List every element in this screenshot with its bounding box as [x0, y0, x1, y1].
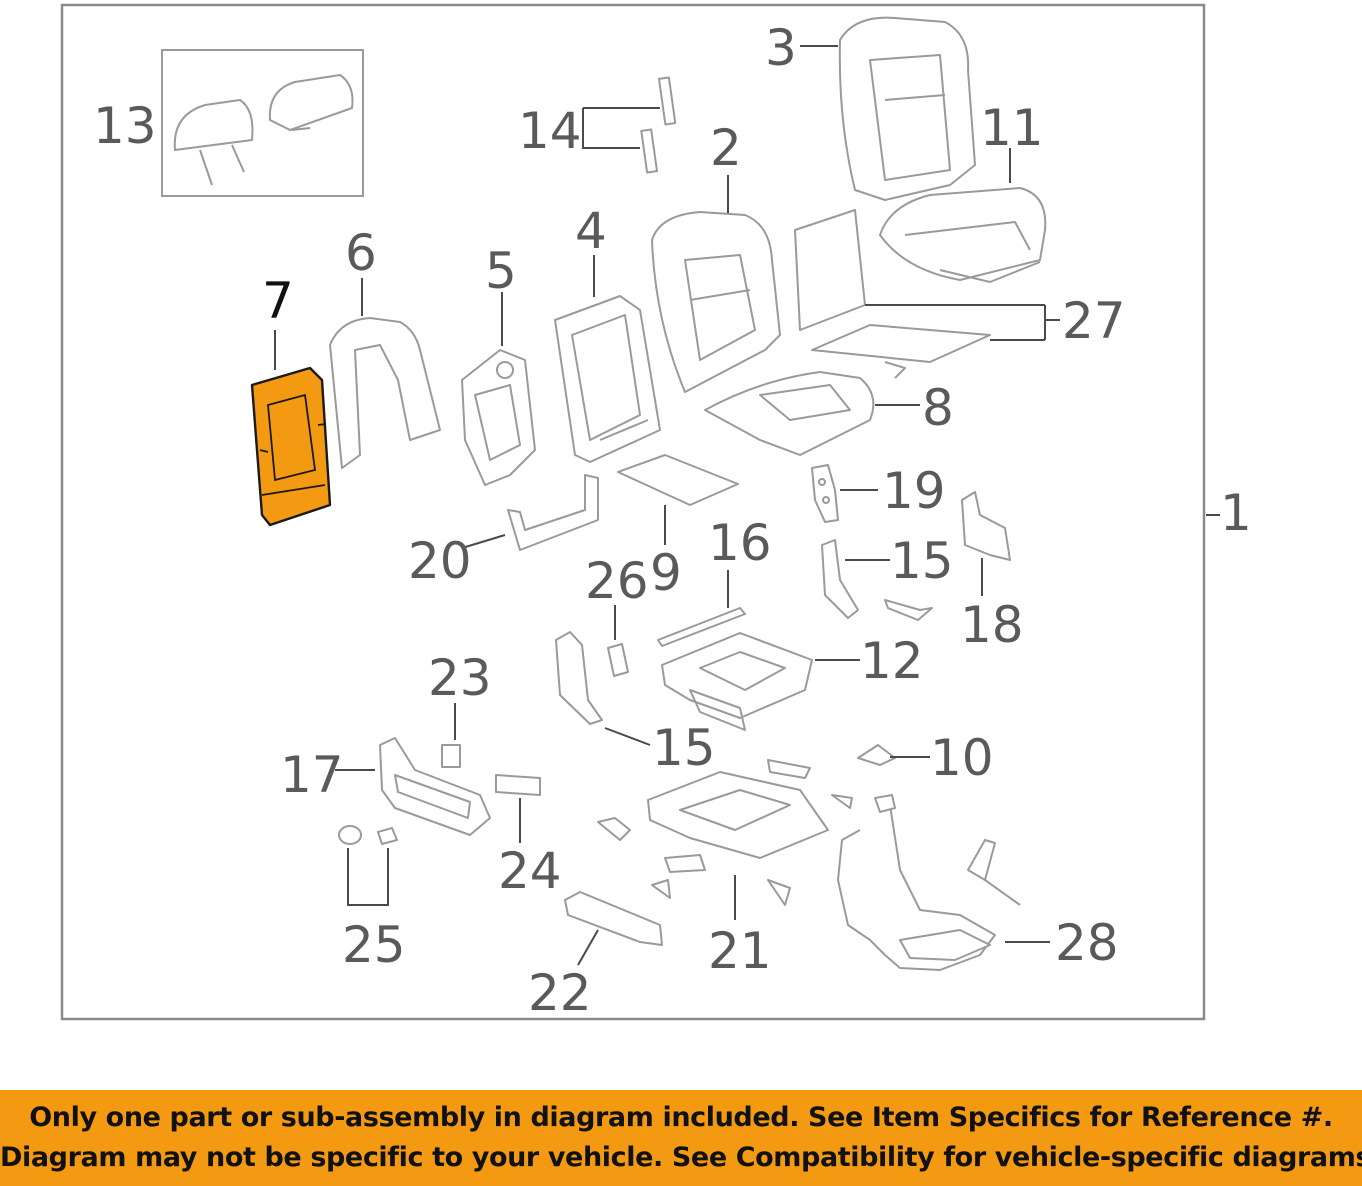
part-3-seat-back — [838, 16, 976, 201]
callout-8: 8 — [922, 379, 954, 437]
part-8-seat-cushion-cover — [704, 371, 875, 456]
part-13-headrests — [161, 49, 364, 197]
callout-18: 18 — [960, 596, 1024, 654]
callout-16: 16 — [708, 514, 772, 572]
callout-12: 12 — [860, 632, 924, 690]
callout-27: 27 — [1062, 292, 1126, 350]
part-25-knobs — [338, 825, 398, 845]
callout-9: 9 — [650, 544, 682, 602]
callout-2: 2 — [710, 119, 742, 177]
callout-26: 26 — [585, 552, 649, 610]
callout-14: 14 — [518, 102, 582, 160]
part-15-trim-upper — [821, 539, 933, 621]
part-5-mechanism — [461, 349, 536, 486]
callout-5: 5 — [485, 242, 517, 300]
callout-22: 22 — [528, 964, 592, 1022]
callout-6: 6 — [345, 224, 377, 282]
part-20-bracket — [507, 474, 599, 551]
callout-19: 19 — [882, 462, 946, 520]
part-16-rail — [657, 607, 746, 647]
notice-banner: Only one part or sub-assembly in diagram… — [0, 1090, 1362, 1186]
part-15-trim-lower — [555, 631, 603, 725]
part-22-cover — [564, 891, 663, 946]
callout-1: 1 — [1220, 484, 1252, 542]
part-4-seat-frame — [554, 295, 661, 463]
part-26-clip — [607, 643, 629, 677]
assembly-frame — [60, 3, 1206, 1021]
callout-15-upper: 15 — [890, 532, 954, 590]
notice-line-2: Diagram may not be specific to your vehi… — [0, 1142, 1362, 1173]
part-19-hinge — [811, 464, 839, 523]
part-17-side-shield — [379, 737, 491, 836]
part-9-pad — [617, 454, 739, 506]
part-24-bezel — [495, 774, 541, 796]
callout-3: 3 — [765, 19, 797, 77]
callouts: 1 2 3 4 5 6 7 8 9 10 11 12 13 14 15 15 1… — [93, 19, 1252, 1022]
leader-lines — [274, 45, 1220, 966]
callout-21: 21 — [708, 922, 772, 980]
callout-28: 28 — [1055, 914, 1119, 972]
part-12-seat-pan — [661, 632, 813, 731]
callout-10: 10 — [930, 729, 994, 787]
part-14-pins — [640, 76, 677, 174]
part-10-clip — [857, 744, 896, 766]
part-27-pads — [794, 209, 991, 379]
callout-20: 20 — [408, 532, 472, 590]
callout-24: 24 — [498, 842, 562, 900]
callout-11: 11 — [980, 99, 1044, 157]
callout-13: 13 — [93, 97, 157, 155]
part-21-track — [597, 759, 853, 906]
part-11-seat-cushion — [879, 187, 1047, 283]
callout-25: 25 — [342, 916, 406, 974]
part-6-trim-panel — [329, 317, 441, 469]
callout-7: 7 — [262, 272, 294, 330]
notice-line-1: Only one part or sub-assembly in diagram… — [29, 1102, 1333, 1133]
part-23-switch — [441, 744, 461, 768]
part-18-cover — [961, 491, 1011, 561]
callout-23: 23 — [428, 649, 492, 707]
callout-15-lower: 15 — [652, 719, 716, 777]
part-2-seat-back-cover — [651, 211, 781, 393]
part-28-harness — [837, 794, 1021, 971]
part-7-back-panel — [250, 366, 332, 527]
callout-4: 4 — [575, 202, 607, 260]
callout-17: 17 — [280, 746, 344, 804]
